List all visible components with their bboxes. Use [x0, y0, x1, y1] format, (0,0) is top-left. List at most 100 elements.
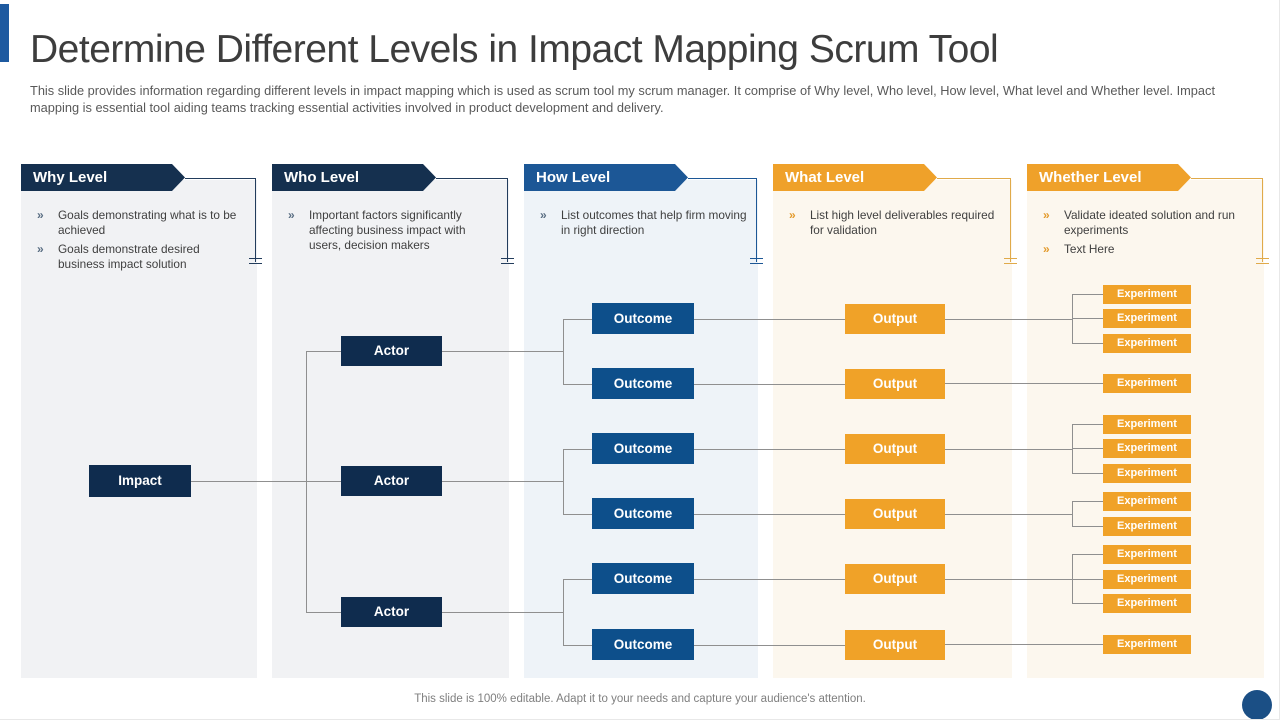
list-item: » Text Here	[1043, 242, 1254, 257]
bullet-list-why: »Goals demonstrating what is to be achie…	[21, 208, 257, 272]
experiment-node: Experiment	[1103, 545, 1191, 564]
connector-line	[1072, 526, 1103, 527]
experiment-node: Experiment	[1103, 570, 1191, 589]
connector-line	[563, 449, 564, 515]
output-node: Output	[845, 630, 945, 660]
bullet-text: Text Here	[1064, 241, 1115, 256]
connector-line	[945, 514, 1072, 515]
panel-who-level: Who Level »Important factors significant…	[272, 180, 509, 678]
header-how-level: How Level	[524, 164, 688, 191]
connector-line	[1072, 424, 1073, 474]
leader-line-end	[750, 263, 763, 264]
impact-node: Impact	[89, 465, 191, 497]
leader-line-end	[1004, 263, 1017, 264]
connector-line	[945, 319, 1072, 320]
bullet-text: Important factors significantly affectin…	[309, 208, 466, 252]
header-what-level: What Level	[773, 164, 937, 191]
connector-line	[563, 449, 592, 450]
output-node: Output	[845, 304, 945, 334]
header-who-level: Who Level	[272, 164, 436, 191]
outcome-node: Outcome	[592, 368, 694, 399]
chevron-bullet-icon: »	[789, 208, 796, 222]
header-why-level: Why Level	[21, 164, 185, 191]
chevron-bullet-icon: »	[288, 208, 295, 222]
list-item: » Important factors significantly affecti…	[288, 208, 499, 253]
list-item: » Validate ideated solution and run exper…	[1043, 208, 1254, 238]
connector-line	[694, 579, 845, 580]
chevron-bullet-icon: »	[37, 241, 44, 256]
connector-line	[945, 579, 1072, 580]
bullet-text: Validate ideated solution and run experi…	[1064, 208, 1235, 237]
experiment-node: Experiment	[1103, 635, 1191, 654]
connector-line	[563, 579, 592, 580]
bullet-list-who: » Important factors significantly affecti…	[272, 208, 509, 253]
connector-line	[945, 644, 1103, 645]
connector-line	[563, 579, 564, 646]
leader-line	[1010, 178, 1011, 262]
list-item: » List high level deliverables required f…	[789, 208, 1002, 238]
leader-line-end	[249, 263, 262, 264]
list-item: »List outcomes that help firm moving in …	[540, 208, 748, 238]
connector-line	[1072, 501, 1103, 502]
outcome-node: Outcome	[592, 303, 694, 334]
leader-line	[937, 178, 1011, 179]
bullet-list-what: » List high level deliverables required f…	[773, 208, 1012, 238]
bullet-text: List high level deliverables required fo…	[810, 208, 995, 237]
outcome-node: Outcome	[592, 498, 694, 529]
leader-line-end	[1256, 258, 1269, 259]
leader-line	[688, 178, 757, 179]
leader-line-end	[501, 263, 514, 264]
leader-line	[1191, 178, 1263, 179]
connector-line	[563, 645, 592, 646]
connector-line	[1072, 501, 1073, 527]
leader-line	[255, 178, 256, 262]
connector-line	[306, 612, 341, 613]
connector-line	[694, 514, 845, 515]
leader-line	[1262, 178, 1263, 262]
bullet-text: Goals demonstrate desired business impac…	[58, 241, 200, 271]
leader-line-end	[1004, 258, 1017, 259]
leader-line	[436, 178, 508, 179]
connector-line	[442, 612, 563, 613]
panel-how-level: How Level »List outcomes that help firm …	[524, 180, 758, 678]
list-item: »Goals demonstrating what is to be achie…	[37, 208, 247, 238]
connector-line	[1072, 603, 1103, 604]
connector-line	[1072, 579, 1103, 580]
connector-line	[563, 319, 564, 385]
chevron-bullet-icon: »	[1043, 208, 1050, 222]
connector-line	[1072, 318, 1103, 319]
leader-line	[507, 178, 508, 262]
connector-line	[1072, 294, 1103, 295]
connector-line	[1072, 424, 1103, 425]
actor-node: Actor	[341, 466, 442, 496]
connector-line	[694, 449, 845, 450]
experiment-node: Experiment	[1103, 594, 1191, 613]
experiment-node: Experiment	[1103, 492, 1191, 511]
experiment-node: Experiment	[1103, 517, 1191, 536]
footer-note: This slide is 100% editable. Adapt it to…	[414, 693, 866, 705]
connector-line	[306, 351, 341, 352]
output-node: Output	[845, 499, 945, 529]
output-node: Output	[845, 369, 945, 399]
connector-line	[191, 481, 341, 482]
bullet-list-whether: » Validate ideated solution and run exper…	[1027, 208, 1264, 257]
leader-line-end	[1256, 263, 1269, 264]
actor-node: Actor	[341, 336, 442, 366]
output-node: Output	[845, 434, 945, 464]
connector-line	[563, 384, 592, 385]
connector-line	[1072, 473, 1103, 474]
experiment-node: Experiment	[1103, 334, 1191, 353]
connector-line	[563, 319, 592, 320]
page-title: Determine Different Levels in Impact Map…	[30, 28, 999, 71]
chevron-bullet-icon: »	[540, 208, 547, 222]
slide-description: This slide provides information regardin…	[30, 83, 1215, 115]
connector-line	[694, 319, 845, 320]
connector-line	[694, 384, 845, 385]
connector-line	[1072, 554, 1103, 555]
connector-line	[1072, 448, 1103, 449]
chevron-bullet-icon: »	[1043, 241, 1050, 256]
connector-line	[945, 383, 1103, 384]
actor-node: Actor	[341, 597, 442, 627]
experiment-node: Experiment	[1103, 439, 1191, 458]
